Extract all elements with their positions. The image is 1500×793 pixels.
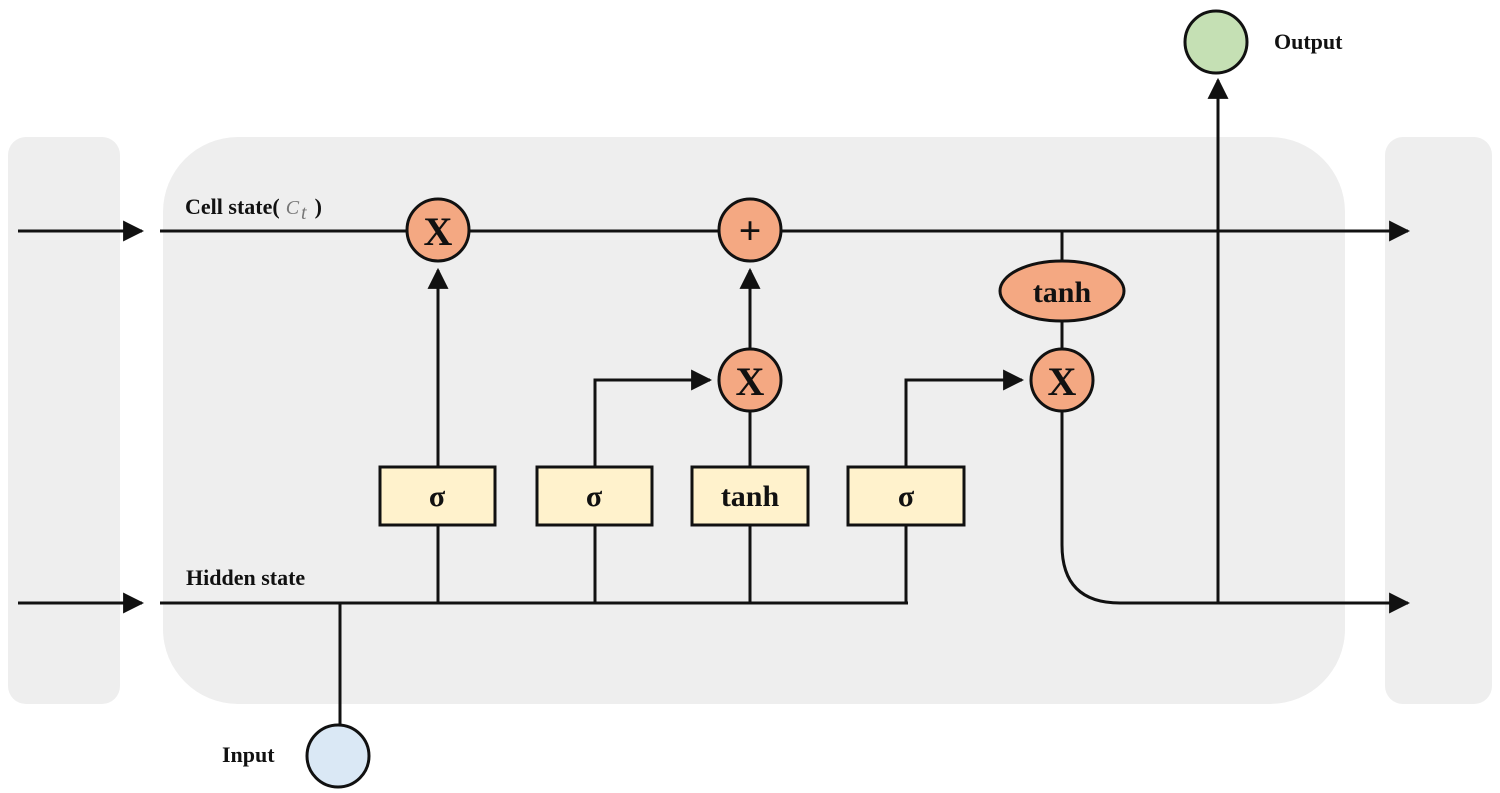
output-multiply-label: X [1048, 359, 1077, 404]
output-label: Output [1274, 29, 1343, 54]
add-node: + [717, 197, 783, 263]
output-multiply-node: X [1029, 347, 1095, 413]
input-multiply-label: X [736, 359, 765, 404]
next-cell-panel [1385, 137, 1492, 704]
output-tanh-label: tanh [1033, 276, 1092, 309]
forget-multiply-label: X [424, 209, 453, 254]
candidate-gate-label: tanh [721, 480, 780, 513]
output-node [1183, 9, 1249, 75]
forget-gate: σ [378, 465, 497, 527]
forget-multiply-node: X [405, 197, 471, 263]
candidate-gate: tanh [690, 465, 810, 527]
input-gate: σ [535, 465, 654, 527]
input-multiply-node: X [717, 347, 783, 413]
hidden-state-label: Hidden state [186, 565, 305, 590]
input-label: Input [222, 742, 275, 767]
input-gate-label: σ [586, 480, 603, 513]
add-label: + [739, 208, 762, 253]
output-gate-label: σ [898, 480, 915, 513]
previous-cell-panel [8, 137, 120, 704]
output-multiply-to-hidden-curve [1060, 412, 1121, 605]
input-gate-arrow [593, 369, 713, 467]
output-gate-arrow [904, 369, 1025, 467]
output-gate: σ [846, 465, 966, 527]
input-node [305, 723, 371, 789]
forget-gate-label: σ [429, 480, 446, 513]
output-tanh-node: tanh [998, 259, 1126, 323]
